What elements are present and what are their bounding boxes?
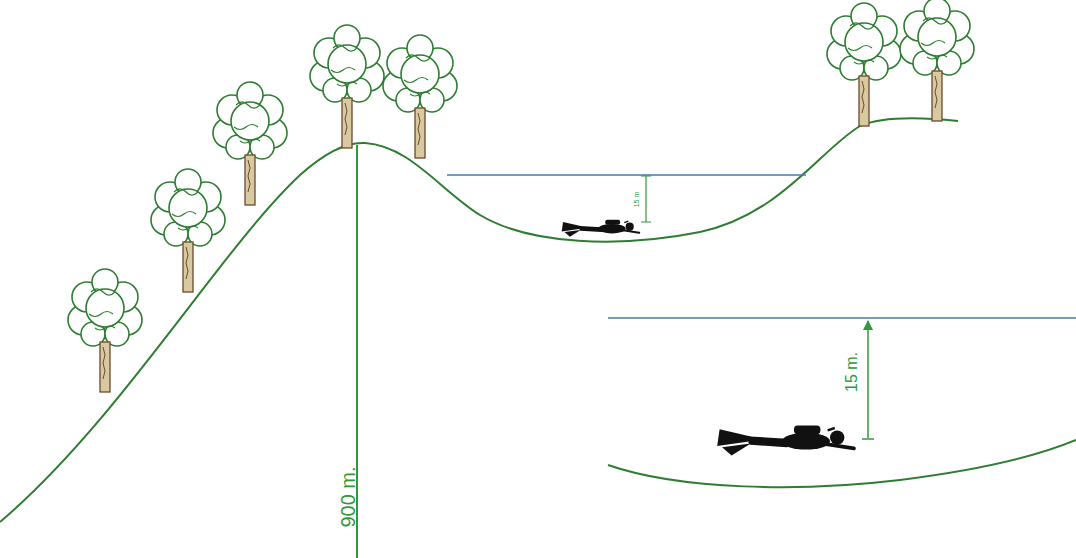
- diver-silhouette: [562, 220, 640, 237]
- inset-water-surface: [608, 317, 1076, 319]
- depth-label: 15 m.: [844, 352, 860, 392]
- terrain-line: [0, 118, 958, 522]
- tree: [213, 82, 287, 205]
- water-surface: [447, 174, 806, 176]
- tree: [900, 0, 974, 121]
- depth-marker: [641, 176, 651, 222]
- tree: [151, 169, 225, 292]
- tree: [68, 269, 142, 392]
- tree: [827, 3, 901, 126]
- depth-label: 15 m: [633, 191, 640, 207]
- diver-silhouette: [717, 426, 854, 456]
- tree: [383, 35, 457, 158]
- altitude-label: 900 m.: [337, 466, 357, 527]
- inset-depth-marker: [862, 321, 874, 439]
- tree: [310, 25, 384, 148]
